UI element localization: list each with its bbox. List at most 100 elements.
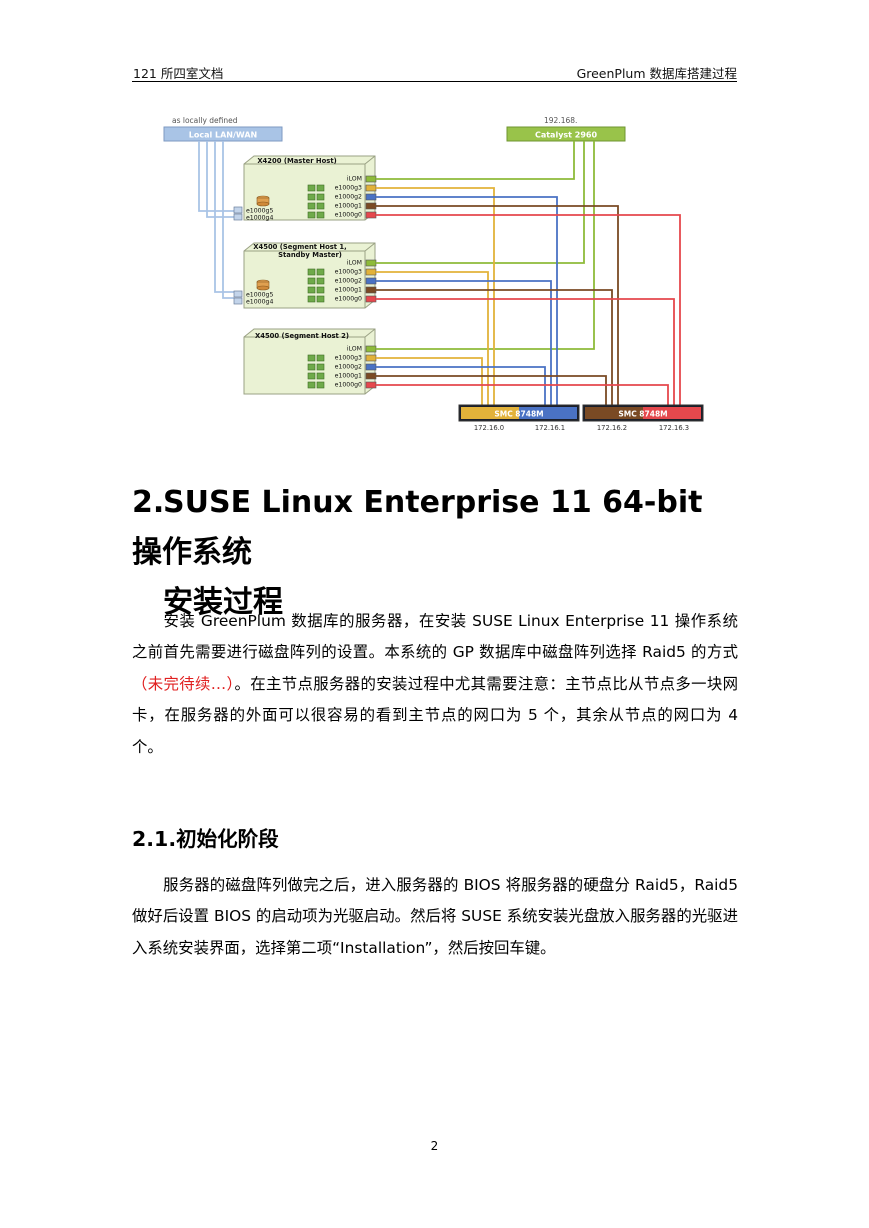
port-label: e1000g2 — [335, 364, 362, 371]
data-cables — [376, 187, 681, 405]
host-segment-1-title: X4500 (Segment Host 1, — [253, 243, 346, 251]
section-paragraph: 安装 GreenPlum 数据库的服务器，在安装 SUSE Linux Ente… — [132, 606, 738, 763]
port-label: e1000g5 — [246, 208, 273, 215]
host-segment-1-ports: iLOM e1000g3 e1000g2 e1000g1 e1000g0 — [307, 259, 377, 303]
port-ilom — [365, 345, 377, 353]
nic-icon — [316, 193, 325, 201]
paragraph-text-a: 安装 GreenPlum 数据库的服务器，在安装 SUSE Linux Ente… — [132, 612, 738, 662]
nic-icon — [307, 363, 316, 371]
nic-icon — [316, 277, 325, 285]
subsection-heading: 2.1.初始化阶段 — [132, 827, 279, 851]
port-e1000g3 — [365, 184, 377, 192]
nic-icon — [316, 372, 325, 380]
nic-icon — [316, 354, 325, 362]
paragraph-text-b: 。在主节点服务器的安装过程中尤其需要注意：主节点比从节点多一块网卡，在服务器的外… — [132, 674, 738, 756]
subnet-label: 172.16.3 — [659, 424, 689, 432]
nic-icon — [307, 202, 316, 210]
header-doc-source: 121 所四室文档 — [133, 66, 224, 81]
port-ilom — [365, 175, 377, 183]
port-label: e1000g3 — [335, 269, 362, 276]
port-label: e1000g2 — [335, 278, 362, 285]
port-e1000g0 — [365, 381, 377, 389]
subnet-label: 172.16.1 — [535, 424, 565, 432]
port-e1000g3 — [365, 354, 377, 362]
disk-icon — [256, 279, 270, 291]
catalyst-box — [506, 126, 626, 142]
smc-switch-2: SMC 8748M — [582, 404, 704, 422]
subsection-paragraph: 服务器的磁盘阵列做完之后，进入服务器的 BIOS 将服务器的硬盘分 Raid5，… — [132, 870, 738, 964]
nic-icon — [316, 202, 325, 210]
port-ilom — [365, 259, 377, 267]
nic-icon — [307, 184, 316, 192]
nic-icon — [307, 295, 316, 303]
nic-icon — [316, 381, 325, 389]
port-label: e1000g4 — [246, 215, 273, 222]
disk-icon — [256, 195, 270, 207]
nic-icon — [316, 295, 325, 303]
port-e1000g0 — [365, 211, 377, 219]
lan-port — [233, 290, 243, 298]
host-segment-2-title: X4500 (Segment Host 2) — [255, 332, 349, 340]
lan-port — [233, 206, 243, 214]
port-label: e1000g0 — [335, 382, 362, 389]
port-label: iLOM — [347, 260, 362, 267]
port-label: e1000g1 — [335, 287, 362, 294]
switch-label: SMC 8748M — [494, 410, 543, 419]
host-segment-2-ports: iLOM e1000g3 e1000g2 e1000g1 e1000g0 — [307, 345, 377, 389]
nic-icon — [307, 381, 316, 389]
port-label: iLOM — [347, 176, 362, 183]
port-e1000g0 — [365, 295, 377, 303]
network-topology-diagram: as locally defined 192.168. Local LAN/WA… — [163, 116, 704, 432]
subnet-label: 172.16.0 — [474, 424, 504, 432]
nic-icon — [307, 372, 316, 380]
section-title-line2: 安装过程 — [163, 585, 283, 620]
host-master-ports: iLOM e1000g3 e1000g2 e1000g1 e1000g0 — [307, 175, 377, 219]
lan-port — [233, 297, 243, 305]
host-master-title: X4200 (Master Host) — [257, 157, 336, 165]
port-label: e1000g0 — [335, 296, 362, 303]
section-heading: 2.SUSE Linux Enterprise 11 64-bit 操作系统 安… — [132, 478, 742, 628]
catalyst-label: Catalyst 2960 — [535, 131, 598, 140]
port-label: e1000g1 — [335, 373, 362, 380]
to-be-continued-note: （未完待续…） — [132, 674, 235, 693]
port-label: e1000g2 — [335, 194, 362, 201]
nic-icon — [307, 286, 316, 294]
lan-note: as locally defined — [172, 116, 238, 125]
port-e1000g2 — [365, 363, 377, 371]
section-title-line1: SUSE Linux Enterprise 11 64-bit 操作系统 — [132, 485, 703, 570]
nic-icon — [307, 211, 316, 219]
header-divider — [132, 81, 737, 82]
port-e1000g1 — [365, 372, 377, 380]
switch-label: SMC 8748M — [618, 410, 667, 419]
port-label: e1000g4 — [246, 299, 273, 306]
header-doc-title: GreenPlum 数据库搭建过程 — [576, 66, 737, 81]
host-segment-1-subtitle: Standby Master) — [278, 251, 342, 259]
ilom-cables — [376, 141, 595, 350]
ip-note: 192.168. — [544, 116, 577, 125]
lan-label: Local LAN/WAN — [189, 131, 258, 140]
nic-icon — [307, 268, 316, 276]
nic-icon — [316, 268, 325, 276]
port-e1000g3 — [365, 268, 377, 276]
port-e1000g2 — [365, 193, 377, 201]
nic-icon — [316, 211, 325, 219]
smc-switch-1: SMC 8748M — [458, 404, 580, 422]
subsection-paragraph-text: 服务器的磁盘阵列做完之后，进入服务器的 BIOS 将服务器的硬盘分 Raid5，… — [132, 876, 738, 957]
subnet-label: 172.16.2 — [597, 424, 627, 432]
port-e1000g1 — [365, 286, 377, 294]
port-label: e1000g0 — [335, 212, 362, 219]
page-number: 2 — [430, 1139, 439, 1153]
port-e1000g1 — [365, 202, 377, 210]
nic-icon — [316, 363, 325, 371]
port-label: e1000g1 — [335, 203, 362, 210]
lan-port — [233, 213, 243, 221]
port-label: e1000g5 — [246, 292, 273, 299]
lan-cables — [198, 141, 234, 299]
nic-icon — [307, 277, 316, 285]
nic-icon — [316, 184, 325, 192]
nic-icon — [307, 354, 316, 362]
port-label: iLOM — [347, 346, 362, 353]
port-label: e1000g3 — [335, 185, 362, 192]
nic-icon — [316, 286, 325, 294]
